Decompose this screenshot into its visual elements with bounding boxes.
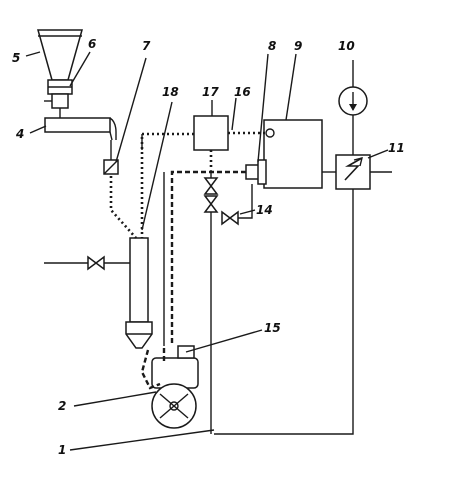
valve-14: [221, 210, 239, 226]
label-5: 5: [12, 51, 20, 65]
conveyor-4: [44, 108, 117, 141]
heat-exchanger-11: [335, 154, 371, 190]
label-2: 2: [58, 399, 66, 413]
pump-2: [151, 345, 199, 429]
label-11: 11: [388, 141, 405, 155]
label-18: 18: [162, 85, 179, 99]
label-16: 16: [234, 85, 251, 99]
unit-17: [193, 115, 229, 151]
column-18: [125, 237, 153, 349]
label-14: 14: [256, 203, 273, 217]
label-6: 6: [88, 37, 96, 51]
label-15: 15: [264, 321, 281, 335]
valve-17-down: [203, 170, 219, 213]
label-9: 9: [294, 39, 302, 53]
valve-7: [103, 140, 119, 175]
label-10: 10: [338, 39, 355, 53]
label-8: 8: [268, 39, 276, 53]
meter-10: [338, 60, 368, 155]
label-17: 17: [202, 85, 219, 99]
vessel-9: [245, 119, 323, 189]
valve-inlet: [87, 255, 105, 271]
hopper-5: [37, 29, 83, 81]
feeder-6: [44, 79, 73, 109]
label-1: 1: [58, 443, 66, 457]
pipelines: [44, 131, 392, 435]
label-4: 4: [15, 127, 24, 141]
label-7: 7: [142, 39, 151, 53]
leader-lines: [25, 51, 389, 451]
